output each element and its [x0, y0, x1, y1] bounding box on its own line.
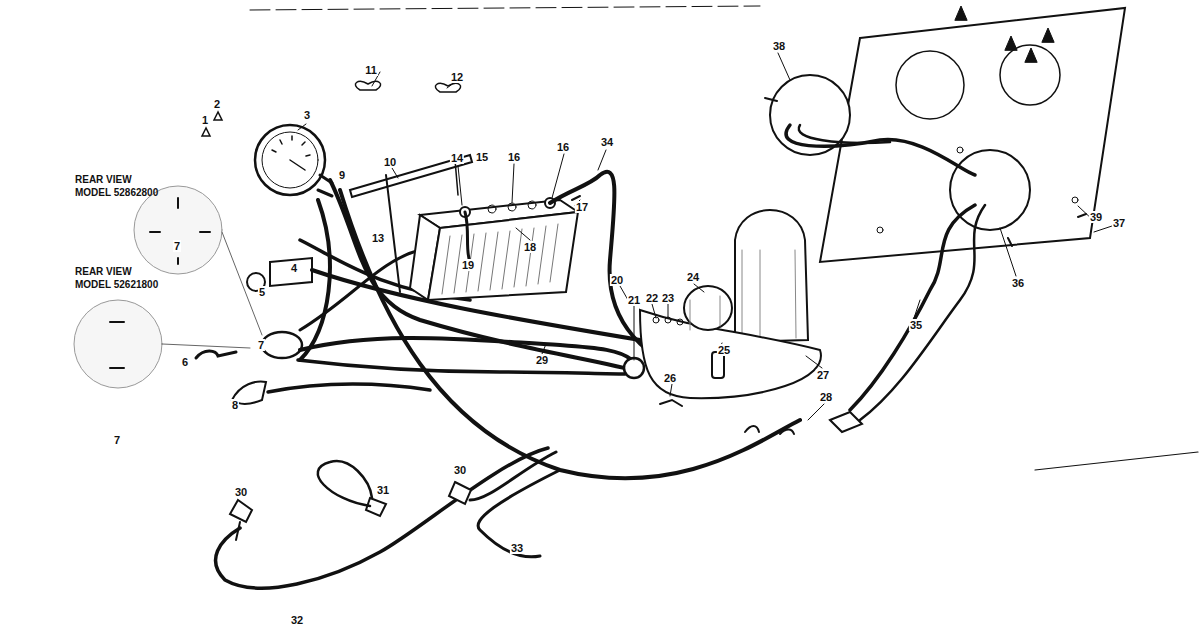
callout-number: 34 [600, 136, 614, 148]
callout-number: 5 [258, 286, 266, 298]
callout-number: 16 [507, 151, 521, 163]
callout-number: 22 [645, 292, 659, 304]
callout-number: 2 [213, 98, 221, 110]
callout-number: 4 [290, 262, 298, 274]
callout-number: 38 [772, 40, 786, 52]
callout-number: 36 [1011, 277, 1025, 289]
callout-number: 6 [181, 356, 189, 368]
callout-number: 14 [450, 152, 464, 164]
callout-number: 11 [364, 64, 378, 76]
callout-number: 15 [475, 151, 489, 163]
callout-number: 26 [663, 372, 677, 384]
callout-number: 10 [383, 156, 397, 168]
callout-number: 7 [173, 240, 181, 252]
callout-number: 33 [510, 542, 524, 554]
callout-number: 7 [257, 339, 265, 351]
callout-number: 3 [303, 109, 311, 121]
callout-number: 35 [909, 319, 923, 331]
callout-number: 24 [686, 271, 700, 283]
callout-number: 28 [819, 391, 833, 403]
callout-number: 7 [113, 434, 121, 446]
callout-number: 12 [450, 71, 464, 83]
callout-number: 37 [1112, 217, 1126, 229]
callout-number: 1 [201, 114, 209, 126]
view-note: REAR VIEW MODEL 52862800 [74, 173, 166, 199]
callout-number: 23 [661, 292, 675, 304]
callout-number: 30 [234, 486, 248, 498]
callout-number: 39 [1089, 211, 1103, 223]
callout-number: 9 [338, 169, 346, 181]
callout-number: 32 [290, 614, 304, 626]
callout-number: 8 [231, 399, 239, 411]
callout-number: 18 [523, 241, 537, 253]
callout-number: 31 [376, 484, 390, 496]
callout-number: 25 [717, 344, 731, 356]
view-note: REAR VIEW MODEL 52621800 [74, 265, 166, 291]
callout-number: 30 [453, 464, 467, 476]
callout-number: 16 [556, 141, 570, 153]
callout-number: 21 [627, 294, 641, 306]
callout-number: 27 [816, 369, 830, 381]
callout-number: 19 [461, 259, 475, 271]
callout-number: 29 [535, 354, 549, 366]
callout-number: 13 [371, 232, 385, 244]
callout-number: 20 [610, 274, 624, 286]
callout-number: 17 [575, 201, 589, 213]
